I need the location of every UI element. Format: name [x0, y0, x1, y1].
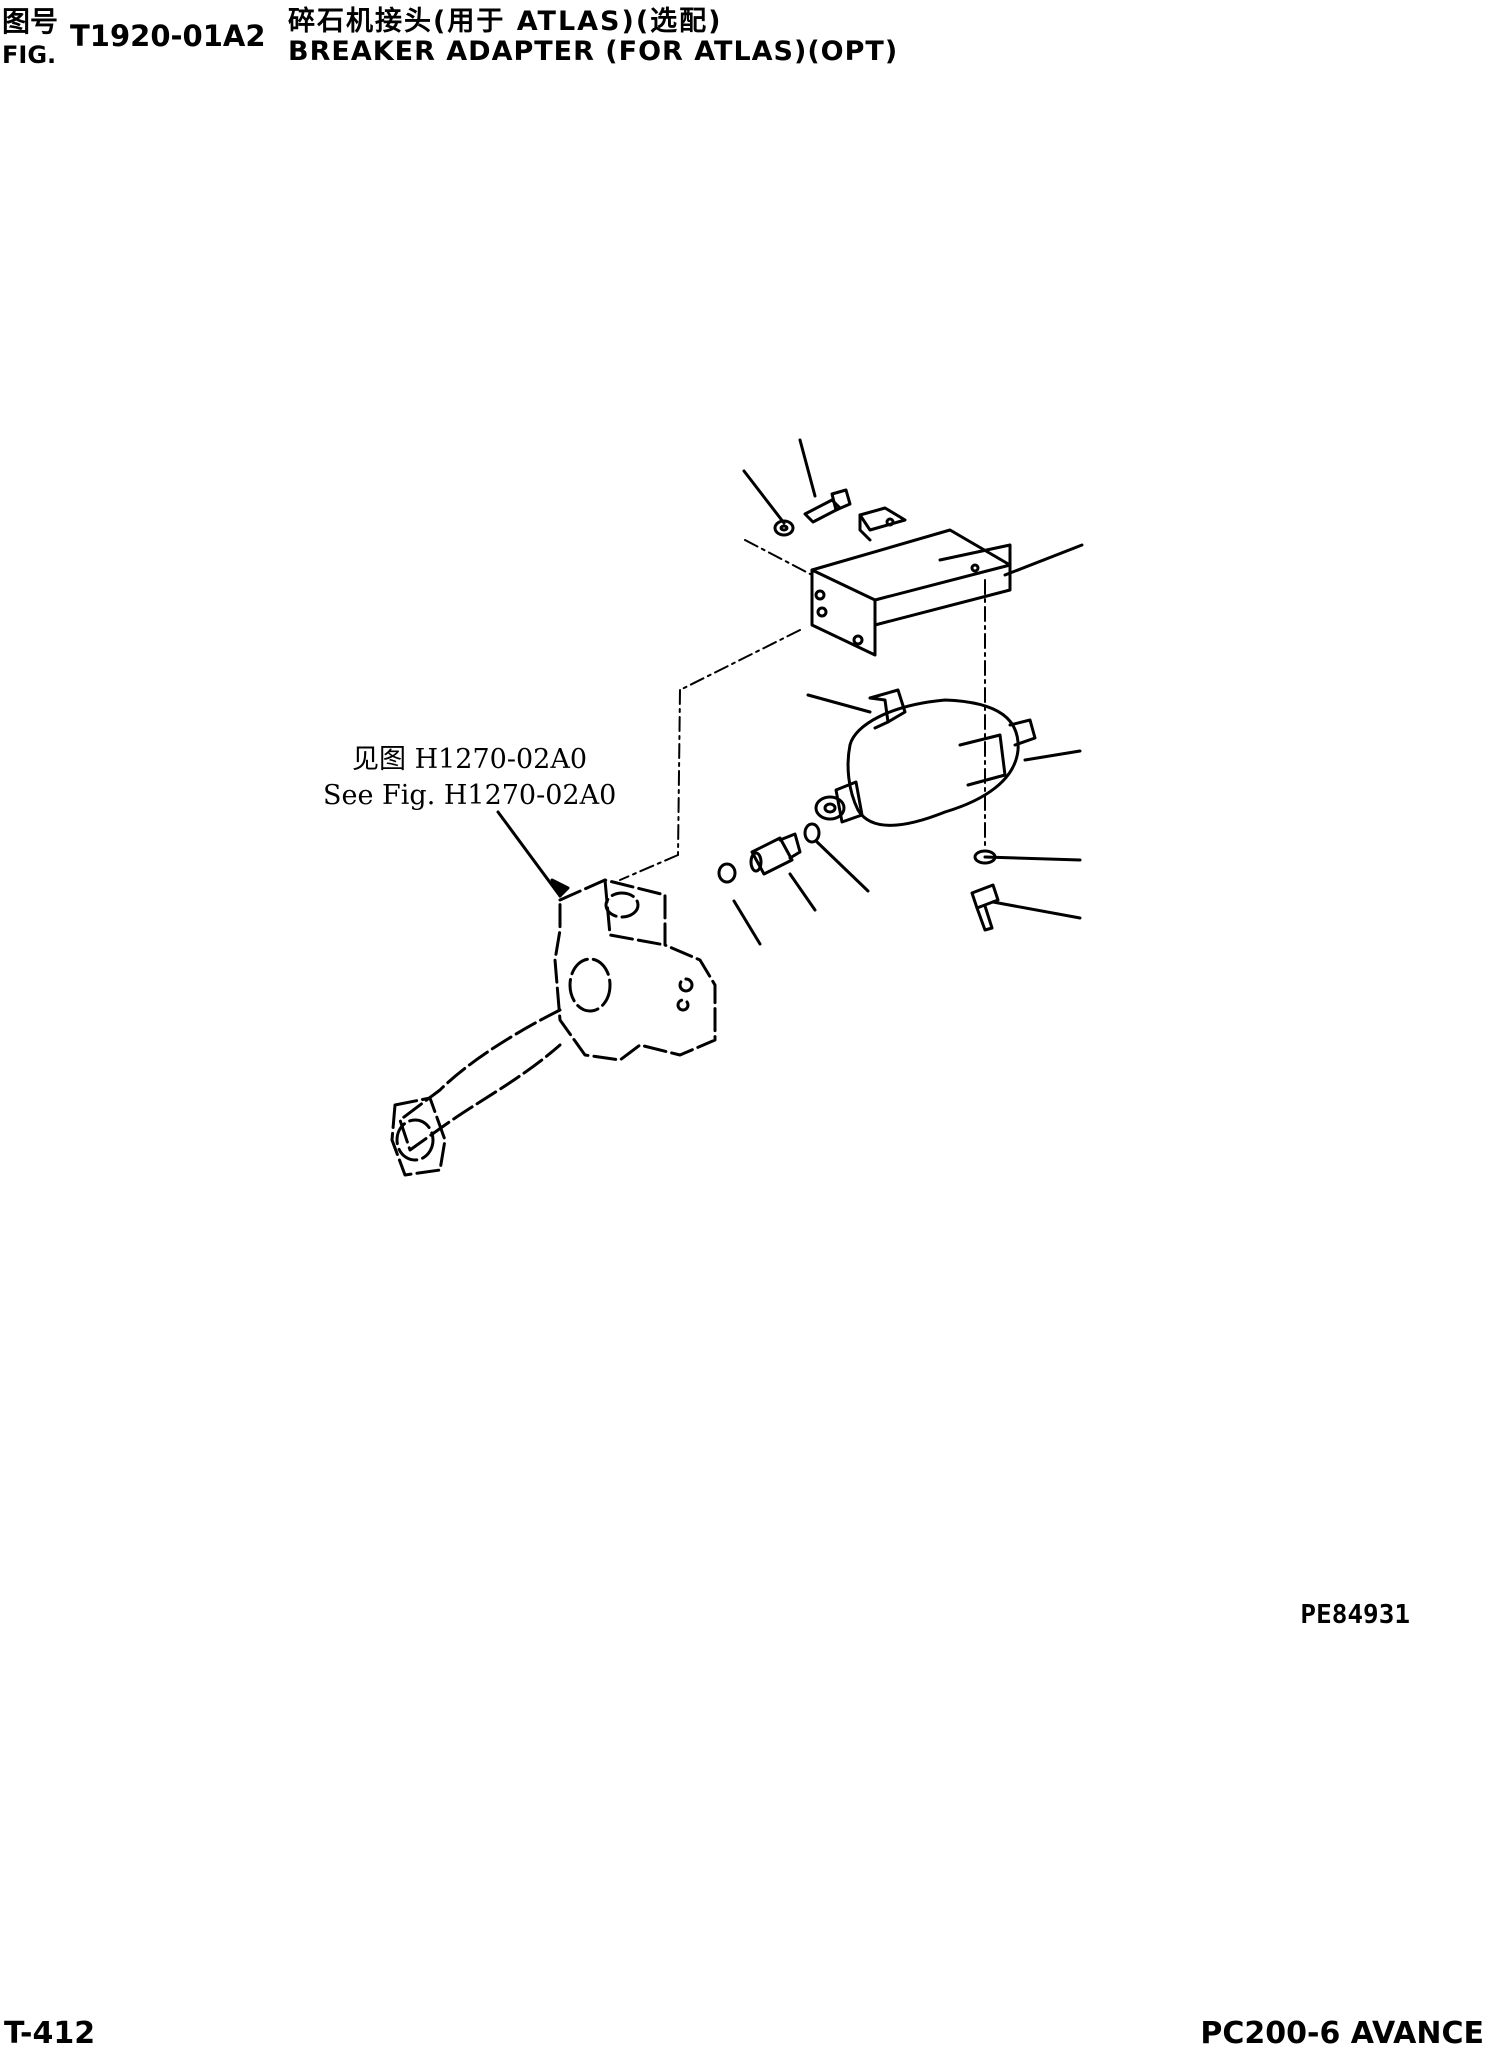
leader-lines: [496, 438, 1084, 946]
upper-bolt: [773, 488, 852, 537]
fig-label-en: FIG.: [2, 41, 57, 69]
machine-model: PC200-6 AVANCE: [1200, 2016, 1484, 2051]
page-number: T-412: [4, 2016, 96, 2051]
reference-note-cn: 见图 H1270-02A0: [352, 744, 587, 775]
fig-label-cn: 图号: [2, 5, 59, 38]
accumulator: [814, 688, 1037, 827]
breaker-valve-body: [390, 878, 717, 1177]
title-english: BREAKER ADAPTER (FOR ATLAS)(OPT): [288, 36, 899, 67]
mounting-bracket: [810, 506, 1012, 657]
lower-bolt: [970, 849, 1000, 932]
figure-number: T1920-01A2: [70, 19, 266, 53]
illustration-code: PE84931: [1300, 1600, 1410, 1630]
title-chinese: 碎石机接头(用于 ATLAS)(选配): [288, 6, 723, 37]
o-rings-and-fitting: [717, 822, 821, 884]
reference-note-en: See Fig. H1270-02A0: [323, 780, 617, 811]
assembly-centerlines: [619, 539, 986, 881]
